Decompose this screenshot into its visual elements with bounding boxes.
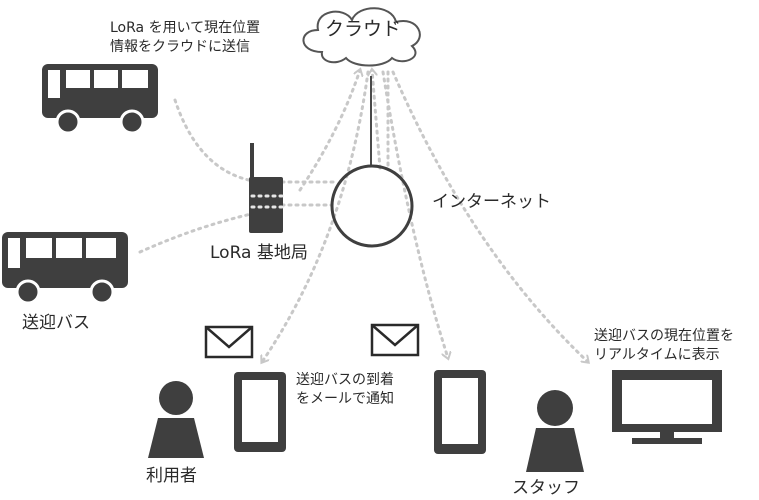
- bus-label: 送迎バス: [22, 313, 90, 333]
- staff-person-icon: [526, 390, 584, 472]
- user-label: 利用者: [146, 466, 197, 486]
- internet-label: インターネット: [432, 192, 551, 212]
- cloud-label: クラウド: [325, 18, 402, 40]
- bus-icon-top: [42, 64, 158, 135]
- user-person-icon: [148, 381, 204, 458]
- base-station-label: LoRa 基地局: [210, 243, 308, 263]
- user-phone-icon: [234, 372, 286, 452]
- staff-label: スタッフ: [512, 478, 580, 498]
- cloud-to-user-phone-line: [262, 70, 370, 362]
- monitor-icon: [612, 370, 722, 444]
- cloud-to-monitor-line: [391, 70, 588, 362]
- mail-icon-left: [204, 325, 254, 359]
- internet-to-cloud-line-right: [372, 70, 382, 170]
- base-station-icon: [249, 143, 283, 233]
- base-to-cloud-line: [298, 70, 360, 192]
- bus-send-note-line2: 情報をクラウドに送信: [110, 39, 250, 55]
- bus-icon-bottom: [2, 232, 128, 305]
- mail-icon-right: [370, 323, 420, 357]
- staff-phone-icon: [434, 370, 486, 454]
- arrival-note-line1: 送迎バスの到着: [296, 372, 394, 388]
- realtime-note-line2: リアルタイムに表示: [594, 347, 720, 363]
- bus-send-note-line1: LoRa を用いて現在位置: [110, 20, 261, 36]
- realtime-note-line1: 送迎バスの現在位置を: [594, 328, 734, 344]
- dotted-connections: [138, 70, 588, 362]
- cloud-to-staff-phone-line: [381, 70, 448, 358]
- bus-top-to-base-line: [173, 98, 262, 184]
- bus-bottom-to-base-line: [138, 210, 262, 254]
- cloud-icon: [302, 7, 421, 67]
- internet-icon: [330, 164, 414, 248]
- arrival-note-line2: をメールで通知: [296, 391, 394, 407]
